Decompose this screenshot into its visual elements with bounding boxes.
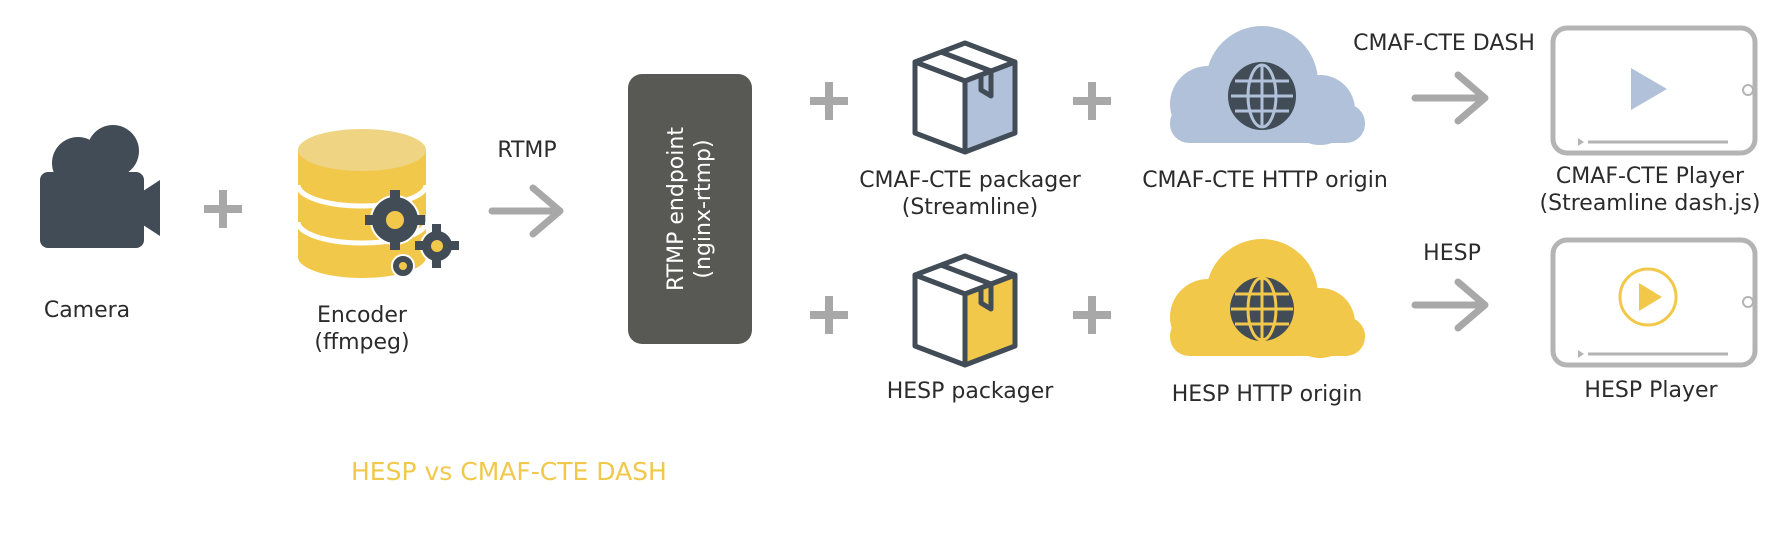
encoder-label: Encoder (ffmpeg) bbox=[314, 302, 409, 356]
cloud-globe-icon bbox=[1170, 239, 1365, 358]
hesp-origin-label: HESP HTTP origin bbox=[1171, 382, 1363, 407]
arrow-hesp bbox=[1411, 278, 1489, 332]
arrow-cmaf bbox=[1411, 71, 1489, 125]
plus-icon bbox=[1073, 82, 1111, 120]
plus-icon bbox=[810, 82, 848, 120]
plus-icon bbox=[1073, 296, 1111, 334]
rtmp-endpoint-block: RTMP endpoint (nginx-rtmp) bbox=[628, 74, 752, 344]
rtmp-endpoint-subtitle: (nginx-rtmp) bbox=[691, 139, 716, 279]
box-icon bbox=[912, 40, 1018, 155]
tablet-play-icon bbox=[1550, 25, 1758, 156]
arrow-rtmp bbox=[488, 184, 564, 238]
cmaf-packager-label: CMAF-CTE packager (Streamline) bbox=[859, 167, 1081, 221]
cmaf-player-label: CMAF-CTE Player (Streamline dash.js) bbox=[1540, 163, 1761, 217]
diagram-subtitle: HESP vs CMAF-CTE DASH bbox=[351, 457, 667, 486]
cloud-globe-icon bbox=[1170, 26, 1365, 145]
camera-icon bbox=[40, 125, 160, 248]
plus-icon bbox=[810, 296, 848, 334]
cmaf-packager-subtitle: (Streamline) bbox=[901, 195, 1039, 220]
cmaf-player-title: CMAF-CTE Player bbox=[1555, 164, 1745, 189]
cmaf-packager-title: CMAF-CTE packager bbox=[859, 168, 1081, 193]
hesp-player-label: HESP Player bbox=[1584, 378, 1718, 403]
cmaf-player-subtitle: (Streamline dash.js) bbox=[1539, 191, 1761, 216]
box-icon bbox=[912, 253, 1018, 368]
database-gears-icon bbox=[295, 129, 459, 278]
encoder-subtitle: (ffmpeg) bbox=[314, 330, 410, 355]
rtmp-endpoint-label: RTMP endpoint (nginx-rtmp) bbox=[663, 74, 717, 344]
camera-label: Camera bbox=[43, 298, 131, 323]
rtmp-endpoint-title: RTMP endpoint bbox=[664, 127, 689, 291]
cmaf-origin-label: CMAF-CTE HTTP origin bbox=[1142, 168, 1388, 193]
encoder-title: Encoder bbox=[317, 303, 407, 328]
tablet-play-icon bbox=[1550, 237, 1758, 368]
cmaf-arrow-label: CMAF-CTE DASH bbox=[1353, 31, 1535, 56]
hesp-arrow-label: HESP bbox=[1423, 241, 1481, 266]
plus-icon bbox=[204, 190, 242, 228]
rtmp-arrow-label: RTMP bbox=[497, 138, 557, 163]
hesp-packager-label: HESP packager bbox=[886, 379, 1054, 404]
